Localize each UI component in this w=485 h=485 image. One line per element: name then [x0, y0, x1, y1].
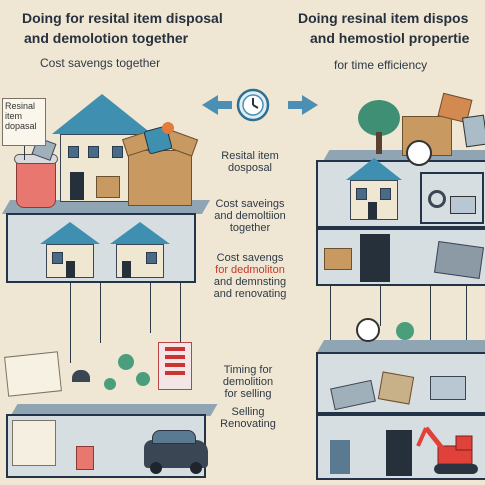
hanging-line — [380, 286, 381, 326]
hanging-line — [150, 283, 151, 333]
cardboard-box-icon — [128, 150, 192, 206]
caption-3-line2: for dedmoliton — [215, 264, 285, 276]
caption-block-1: Resital item dosposal — [200, 150, 300, 174]
tree-icon — [358, 100, 400, 136]
plan-sheet-icon — [4, 351, 62, 397]
plant-icon — [396, 322, 414, 340]
caption-3-line1: Cost savengs — [216, 252, 284, 264]
tool-icon — [450, 196, 476, 214]
plant-icon — [136, 372, 150, 386]
caption-2-line1: Cost saveings — [215, 198, 285, 210]
sign-line1: Resinal — [5, 101, 36, 111]
caption-1-line1: Resital item — [221, 150, 279, 162]
caption-1-line2: dosposal — [227, 162, 273, 174]
caption-3-line4: and renovating — [213, 288, 287, 300]
debris-icon — [377, 371, 415, 405]
right-subtitle: for time efficiency — [334, 58, 428, 72]
doorway — [360, 234, 390, 282]
debris-icon — [433, 240, 485, 280]
caption-block-4: Timing for demolition for selling Sellin… — [198, 364, 298, 430]
caption-4-line4: Selling — [231, 406, 265, 418]
item-icon — [462, 114, 485, 148]
sign-note: Resinal item dopasal — [2, 98, 46, 146]
wheel-icon — [190, 462, 202, 474]
clock-icon — [406, 140, 432, 166]
caption-block-2: Cost saveings and demoltiion together — [200, 198, 300, 234]
document-icon — [12, 420, 56, 466]
caption-3-line3: and demnsting — [213, 276, 287, 288]
lamp-icon — [72, 370, 90, 382]
caption-4-line3: for selling — [224, 388, 272, 400]
car-window — [152, 430, 196, 444]
sign-pole — [24, 146, 25, 160]
left-title-line1: Doing for resital item disposal — [22, 10, 223, 26]
caption-4-line5: Renovating — [220, 418, 276, 430]
plant-icon — [104, 378, 116, 390]
door-icon — [330, 440, 350, 474]
right-title-line2: and hemostiol propertie — [310, 30, 470, 46]
hanging-line — [330, 286, 331, 342]
hanging-line — [70, 283, 71, 363]
small-house-icon — [40, 222, 100, 280]
plant-icon — [118, 354, 134, 370]
caption-4-line1: Timing for — [223, 364, 273, 376]
sign-line3: dopasal — [5, 121, 37, 131]
hanging-line — [180, 283, 181, 343]
house-icon — [346, 158, 402, 222]
left-subtitle: Cost savengs together — [40, 56, 161, 70]
clock-icon — [236, 88, 270, 122]
doorway — [386, 430, 412, 476]
item-icon — [162, 122, 174, 134]
window-frame-icon — [430, 376, 466, 400]
cardboard-box-icon — [324, 248, 352, 270]
hanging-line — [466, 286, 467, 356]
small-house-icon — [110, 222, 170, 280]
caption-4-line2: demolition — [222, 376, 274, 388]
left-title-line2: and demolotion together — [24, 30, 189, 46]
right-title-line1: Doing resinal item dispos — [298, 10, 469, 26]
caption-block-3: Cost savengs for dedmoliton and demnstin… — [200, 252, 300, 300]
trash-bin-icon — [16, 160, 56, 208]
wheel-icon — [150, 462, 162, 474]
hanging-line — [100, 283, 101, 343]
caption-2-line3: together — [229, 222, 271, 234]
excavator-icon — [412, 420, 484, 478]
double-arrow-icon — [200, 90, 320, 120]
banner-icon — [158, 342, 192, 390]
storage-room — [420, 172, 484, 224]
gear-icon — [428, 190, 446, 208]
hanging-line — [430, 286, 431, 346]
sign-line2: item — [5, 111, 23, 121]
tree-trunk — [376, 132, 382, 154]
clock-icon — [356, 318, 380, 342]
caption-2-line2: and demoltiion — [214, 210, 286, 222]
bucket-icon — [76, 446, 94, 470]
